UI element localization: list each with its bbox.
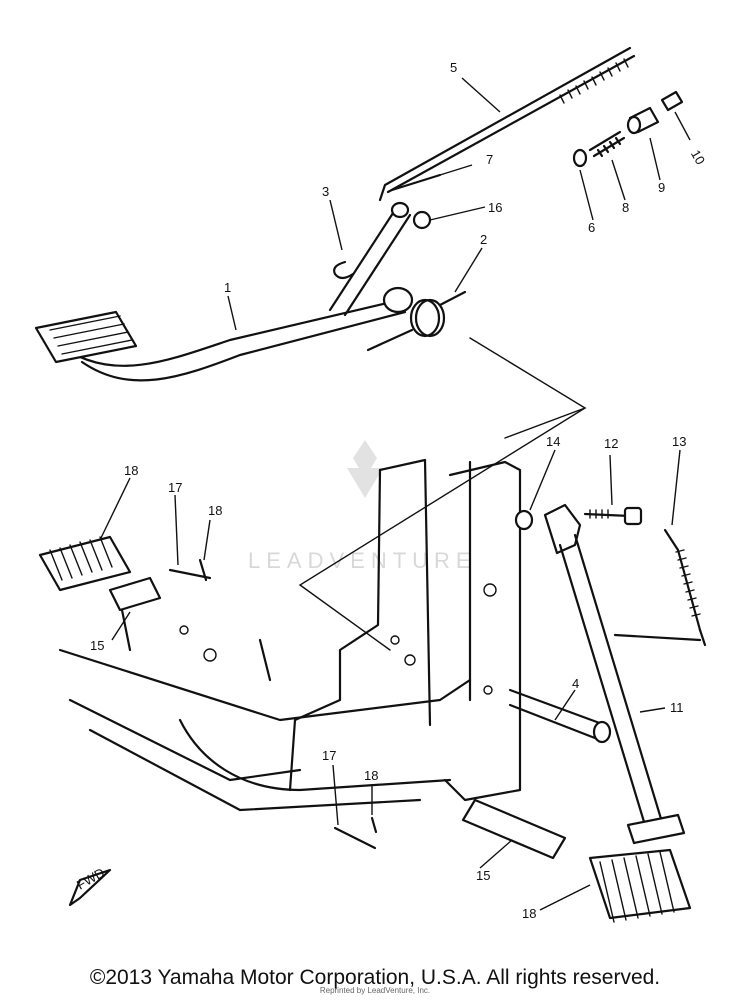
part-adjuster-set [572, 90, 684, 168]
part-brake-rod [378, 46, 636, 202]
reprint-note: Reprinted by LeadVenture, Inc. [319, 986, 431, 995]
part-bolt [583, 506, 643, 526]
part-side-stand [543, 503, 686, 845]
fwd-arrow-icon: FWD [68, 865, 112, 907]
callout-15-left: 15 [90, 638, 104, 653]
callout-6: 6 [588, 220, 595, 235]
callout-9: 9 [658, 180, 665, 195]
callout-18-left-footrest: 18 [124, 463, 138, 478]
explode-line [298, 337, 587, 651]
part-clip [333, 260, 355, 280]
part-footrest-right [461, 798, 692, 923]
callout-1: 1 [224, 280, 231, 295]
watermark: LEADVENTURE [248, 440, 477, 573]
callout-7: 7 [486, 152, 493, 167]
callout-12: 12 [604, 436, 618, 451]
callout-2: 2 [480, 232, 487, 247]
watermark-logo-icon [347, 440, 383, 498]
part-cotter-pin [390, 173, 442, 192]
part-footrest-shaft [508, 688, 612, 744]
part-return-spring [366, 290, 467, 352]
part-brake-pedal [34, 201, 414, 382]
callout-18-lower-pin: 18 [364, 768, 378, 783]
callout-8: 8 [622, 200, 629, 215]
callout-numbers: 1 2 3 4 5 6 7 8 9 10 11 12 13 14 15 15 1… [90, 60, 708, 921]
callout-14: 14 [546, 434, 560, 449]
part-footrest-left [38, 535, 212, 612]
callout-16: 16 [488, 200, 502, 215]
copyright-notice: ©2013 Yamaha Motor Corporation, U.S.A. A… [89, 966, 661, 989]
part-bush [514, 509, 534, 531]
callout-5: 5 [450, 60, 457, 75]
leader-lines [99, 77, 691, 911]
callout-3: 3 [322, 184, 329, 199]
part-stand-spring [613, 528, 707, 647]
callout-11: 11 [670, 700, 684, 715]
callout-15-right: 15 [476, 868, 490, 883]
part-cotter-lower [370, 816, 378, 834]
part-frame [58, 458, 522, 812]
callout-10: 10 [688, 147, 708, 167]
callout-18-right-footrest: 18 [522, 906, 536, 921]
watermark-text: LEADVENTURE [248, 548, 477, 573]
callout-18-upper-pin: 18 [208, 503, 222, 518]
callout-4: 4 [572, 676, 579, 691]
callout-17-lower: 17 [322, 748, 336, 763]
callout-13: 13 [672, 434, 686, 449]
part-nut [412, 210, 432, 230]
callout-17-upper: 17 [168, 480, 182, 495]
part-pin-lower [333, 826, 377, 850]
